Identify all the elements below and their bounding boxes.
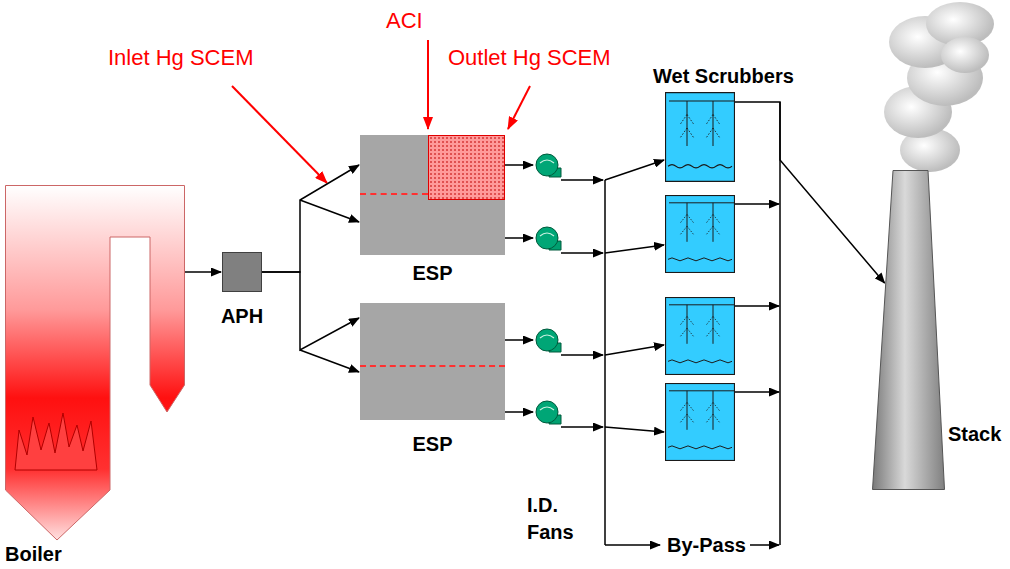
fan-symbol	[536, 154, 561, 177]
flow-connector	[185, 271, 221, 273]
scrubber-vessel	[666, 297, 736, 374]
injection-label: ACI	[386, 8, 423, 34]
monitor-label: Outlet Hg SCEM	[448, 45, 611, 71]
fan-symbol	[536, 227, 561, 250]
injection-zone	[428, 135, 505, 200]
scrubber-node: Wet Scrubbers	[665, 64, 737, 184]
precipitator-box	[360, 135, 505, 255]
flow-connector	[262, 272, 359, 350]
heater-box	[222, 252, 262, 292]
flow-connector	[262, 165, 359, 272]
fan-label: I.D. Fans	[527, 492, 583, 546]
scrubber-vessel	[666, 195, 736, 272]
node-label: APH	[202, 304, 282, 328]
stack-node: Stack	[872, 170, 1008, 490]
boiler-node: Boiler	[0, 185, 190, 569]
node-label: Boiler	[5, 542, 62, 566]
scrubber-symbol	[666, 93, 736, 182]
smoke-cloud	[884, 2, 994, 172]
monitor-label: Inlet Hg SCEM	[108, 45, 254, 71]
boiler-shape	[5, 185, 185, 545]
precipitator-node: ESP	[360, 303, 505, 455]
flame-symbol	[15, 413, 97, 470]
divider-line	[360, 193, 428, 195]
fan-symbol	[536, 329, 561, 352]
flow-connector	[735, 102, 885, 283]
precipitator-box	[360, 303, 505, 420]
heater-node: APH	[222, 252, 262, 332]
scrubber-vessel	[665, 92, 735, 182]
divider-line	[360, 365, 505, 367]
node-label: ESP	[360, 432, 505, 456]
node-label: Stack	[948, 422, 1001, 446]
stack-shape	[872, 170, 945, 490]
node-label: ESP	[360, 261, 505, 285]
node-label: Wet Scrubbers	[653, 64, 794, 88]
fan-symbol	[536, 401, 561, 424]
precipitator-node: ESP	[360, 135, 505, 287]
boiler-outline	[6, 186, 185, 541]
scrubber-vessel	[666, 383, 736, 460]
bypass-label: By-Pass	[665, 533, 748, 557]
stack-outline	[873, 171, 945, 490]
